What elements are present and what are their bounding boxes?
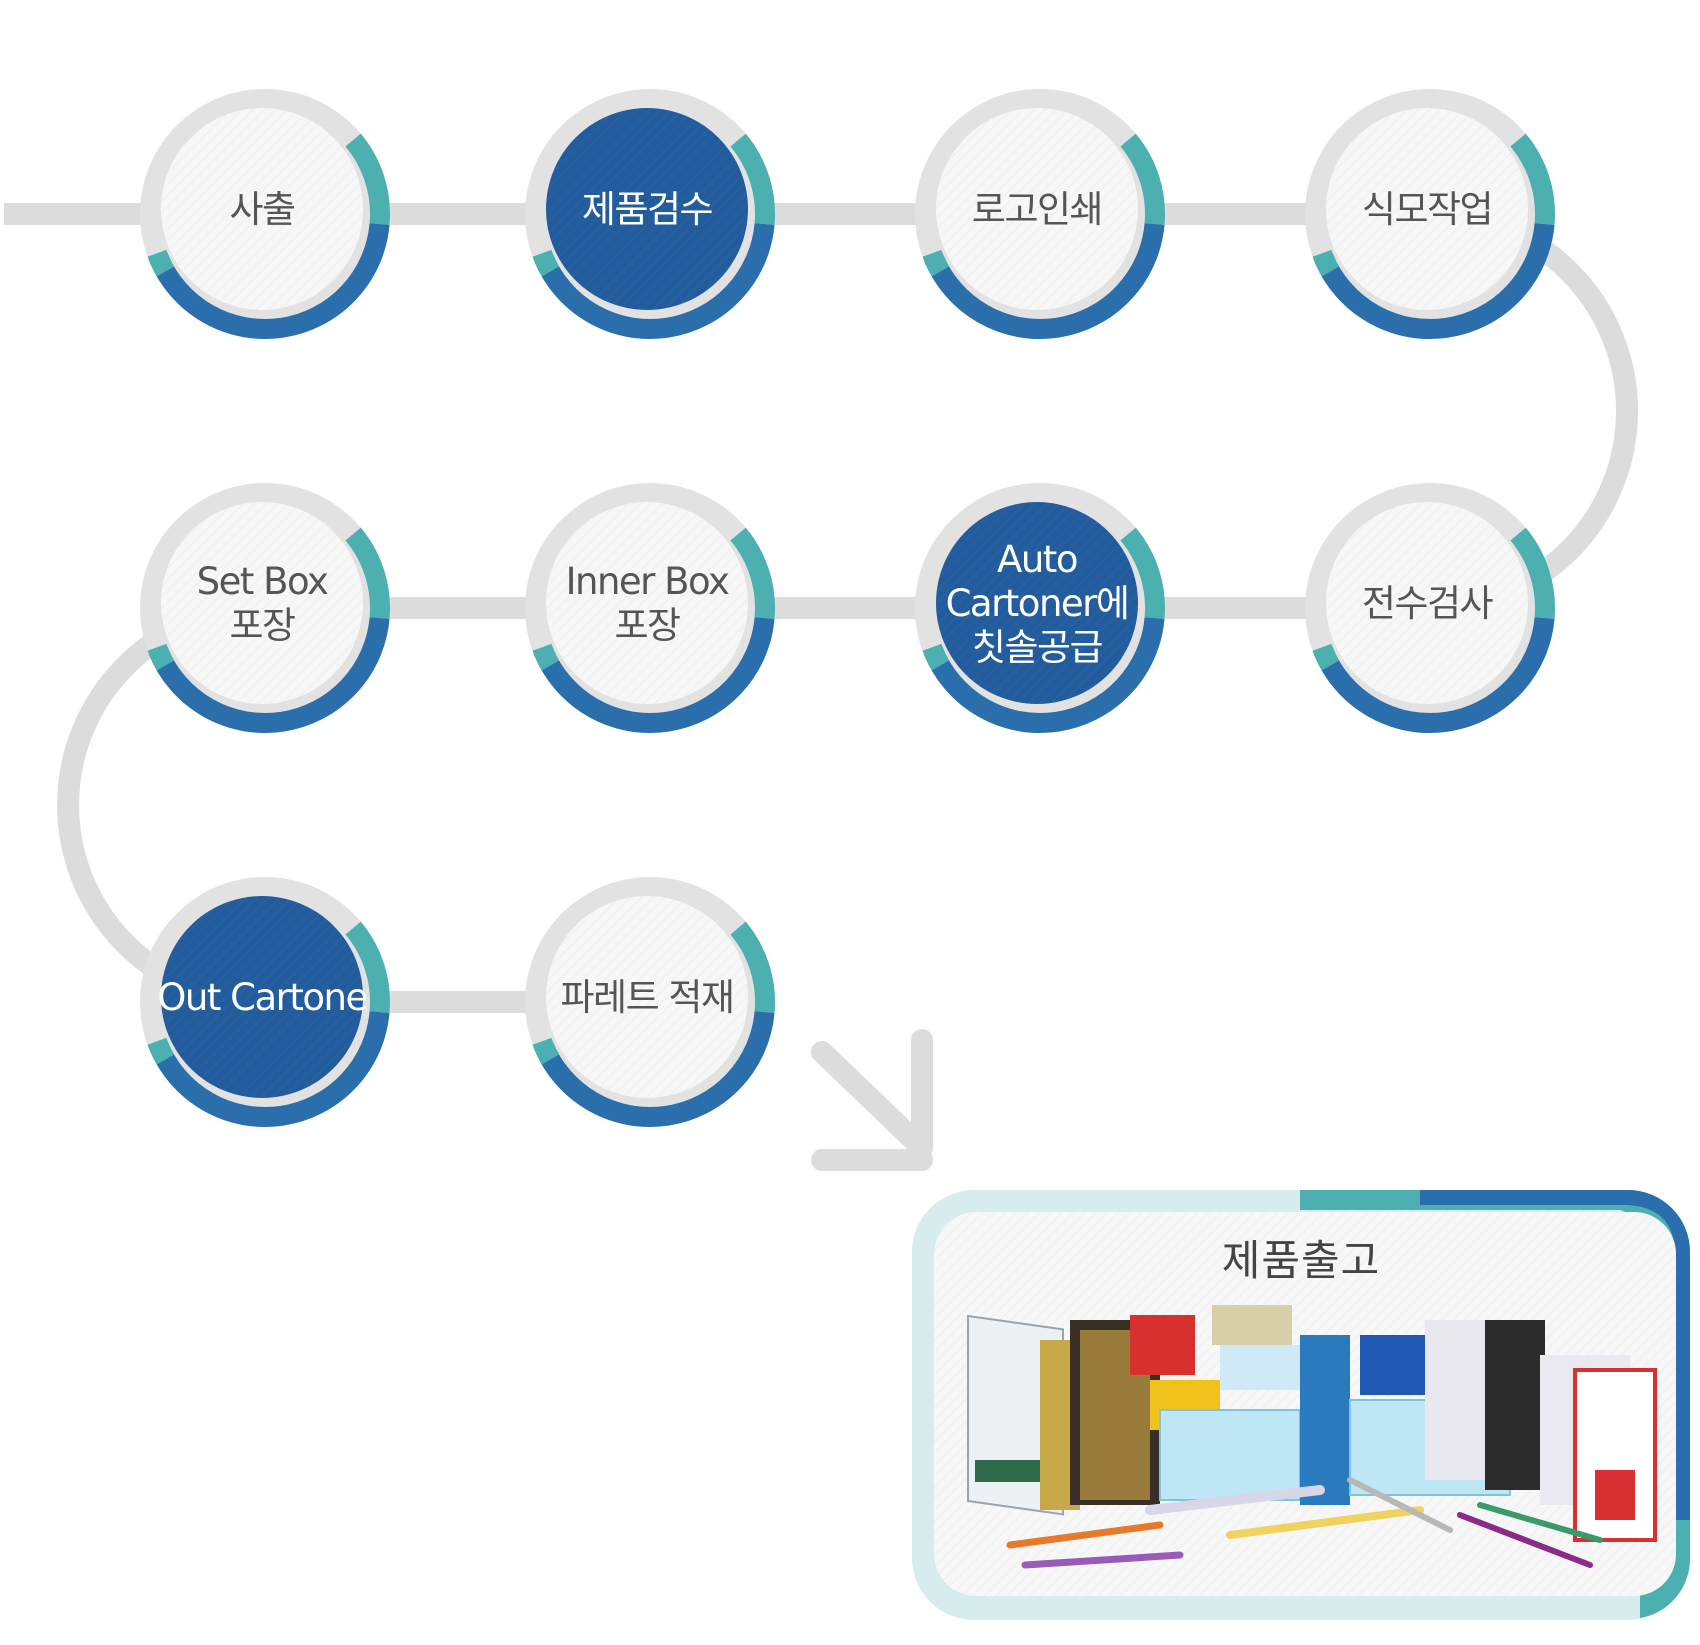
- step-label-line: Out Cartone: [157, 976, 366, 1019]
- final-label: 제품출고: [1222, 1236, 1381, 1285]
- step-label-line: Cartoner에: [946, 582, 1129, 625]
- step-ring-blue-arc: [1314, 617, 1555, 733]
- step-ring-teal-tail: [1312, 249, 1340, 277]
- step-face: [546, 896, 748, 1098]
- step-node: 파레트 적재: [525, 877, 775, 1127]
- step-ring-blue-arc: [924, 617, 1165, 733]
- step-node: 사출: [140, 89, 390, 339]
- step-label-line: 식모작업: [1362, 188, 1492, 231]
- step-node: 전수검사: [1305, 483, 1555, 733]
- step-ring-blue-arc: [1314, 223, 1555, 339]
- step-ring-teal-arc: [1120, 133, 1165, 225]
- step-face: [161, 896, 363, 1098]
- step-node: 로고인쇄: [915, 89, 1165, 339]
- step-face: [1326, 108, 1528, 310]
- step-ring-teal-tail: [1312, 643, 1340, 671]
- product-photo: [967, 1305, 1657, 1569]
- step-label-line: 파레트 적재: [561, 976, 734, 1019]
- step-face: [936, 108, 1138, 310]
- step-ring-teal-arc: [730, 133, 775, 225]
- step-ring-teal-arc: [1510, 527, 1555, 619]
- step-label: 제품검수: [582, 188, 713, 231]
- step-label-line: 사출: [229, 188, 295, 231]
- step-node: 식모작업: [1305, 89, 1555, 339]
- step-face: [1326, 502, 1528, 704]
- step-ring-teal-tail: [532, 249, 560, 277]
- step-ring-blue-arc: [534, 223, 775, 339]
- step-face: [936, 502, 1138, 704]
- step-ring-teal-tail: [922, 249, 950, 277]
- step-ring-teal-tail: [532, 1037, 560, 1065]
- step-face: [161, 108, 363, 310]
- step-node: Out Cartone: [140, 877, 390, 1127]
- step-label-line: 칫솔공급: [972, 626, 1103, 669]
- step-ring-teal-arc: [1120, 527, 1165, 619]
- step-label-line: Set Box: [197, 560, 328, 603]
- step-ring-teal-arc: [345, 527, 390, 619]
- step-ring-teal-tail: [147, 1037, 175, 1065]
- step-ring-blue-arc: [149, 223, 390, 339]
- step-ring-blue-arc: [149, 1011, 390, 1127]
- step-ring-blue-arc: [534, 1011, 775, 1127]
- step-label-line: Auto: [997, 538, 1077, 581]
- step-label: Out Cartone: [157, 976, 366, 1019]
- step-ring-blue-arc: [149, 617, 390, 733]
- step-ring-teal-tail: [147, 643, 175, 671]
- step-ring-teal-arc: [730, 921, 775, 1013]
- step-ring-teal-tail: [922, 643, 950, 671]
- step-label-line: 로고인쇄: [972, 188, 1102, 231]
- step-label-line: 전수검사: [1362, 582, 1494, 625]
- step-ring-blue-arc: [924, 223, 1165, 339]
- step-face: [161, 502, 363, 704]
- step-ring-teal-tail: [147, 249, 175, 277]
- step-ring-teal-arc: [345, 921, 390, 1013]
- step-ring-teal-tail: [532, 643, 560, 671]
- step-label: 로고인쇄: [972, 188, 1102, 231]
- step-face: [546, 502, 748, 704]
- step-label: 식모작업: [1362, 188, 1492, 231]
- step-face: [546, 108, 748, 310]
- step-label-line: 제품검수: [582, 188, 713, 231]
- step-node: 제품검수: [525, 89, 775, 339]
- step-ring-blue-arc: [534, 617, 775, 733]
- step-label-line: Inner Box: [566, 560, 729, 603]
- step-ring-teal-arc: [1510, 133, 1555, 225]
- step-label: 파레트 적재: [561, 976, 734, 1019]
- product-shipment-panel: 제품출고: [912, 1190, 1690, 1620]
- step-label-line: 포장: [229, 604, 295, 647]
- step-ring-teal-arc: [730, 527, 775, 619]
- step-label-line: 포장: [614, 604, 680, 647]
- step-label: 전수검사: [1362, 582, 1494, 625]
- step-ring-teal-arc: [345, 133, 390, 225]
- step-label: 사출: [229, 188, 295, 231]
